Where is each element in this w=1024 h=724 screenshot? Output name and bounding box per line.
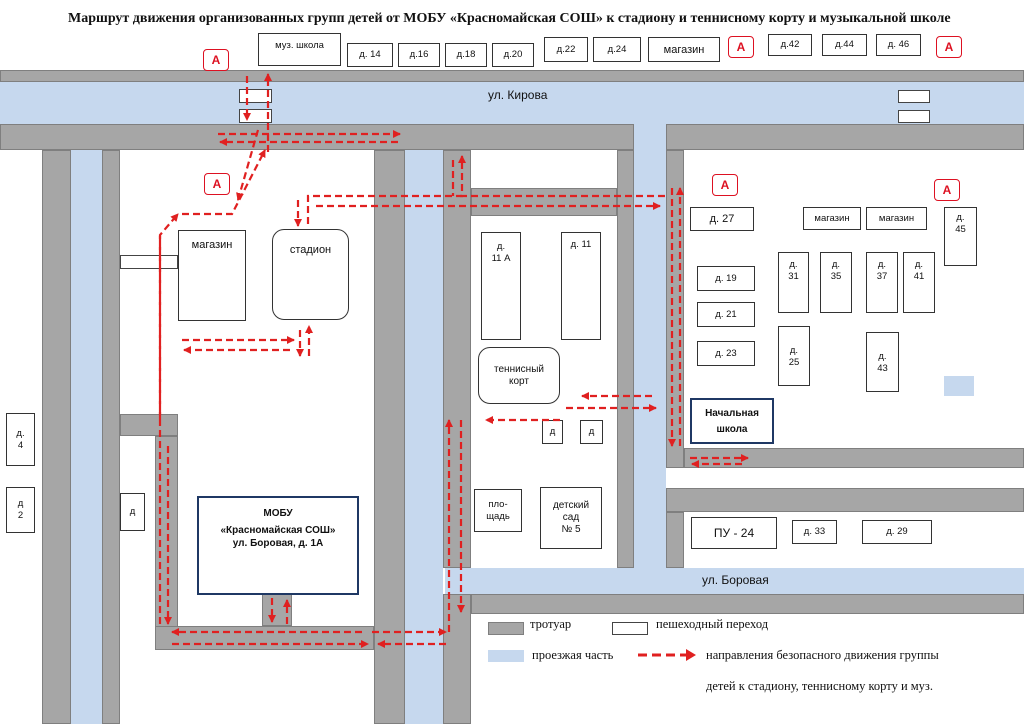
building-shop-right-1: магазин bbox=[803, 207, 861, 230]
building-shop-left: магазин bbox=[178, 230, 246, 321]
building-d25: д. 25 bbox=[778, 326, 810, 386]
bus-stop-icon: А bbox=[712, 174, 738, 196]
building-d16: д.16 bbox=[398, 43, 440, 67]
legend-label-road: проезжая часть bbox=[532, 648, 614, 662]
sidewalk bbox=[471, 188, 617, 216]
road-mid-vertical bbox=[405, 124, 443, 724]
sidewalk bbox=[443, 594, 471, 724]
sidewalk bbox=[666, 488, 1024, 512]
kindergarten: детский сад № 5 bbox=[540, 487, 602, 549]
primary-school: Начальная школа bbox=[690, 398, 774, 444]
road-borovaya bbox=[445, 568, 1024, 594]
bus-stop-icon: А bbox=[728, 36, 754, 58]
building-d-small-2: д bbox=[580, 420, 603, 444]
legend-label-sidewalk: тротуар bbox=[530, 617, 572, 631]
school-name: МОБУ bbox=[263, 508, 293, 519]
school-mobu: МОБУ «Красномайская СОШ» ул. Боровая, д.… bbox=[197, 496, 359, 595]
square: пло- щадь bbox=[474, 489, 522, 532]
building-d35: д. 35 bbox=[820, 252, 852, 313]
building-d31: д. 31 bbox=[778, 252, 809, 313]
sidewalk bbox=[42, 150, 71, 724]
stadium: стадион bbox=[272, 229, 349, 320]
sidewalk bbox=[666, 512, 684, 568]
building-d29: д. 29 bbox=[862, 520, 932, 544]
sidewalk bbox=[443, 150, 471, 568]
building-d4: д. 4 bbox=[6, 413, 35, 466]
legend-swatch-crossing bbox=[612, 622, 648, 635]
building-d37: д. 37 bbox=[866, 252, 898, 313]
legend-route-arrow-icon bbox=[638, 649, 696, 661]
building-d23: д. 23 bbox=[697, 341, 755, 366]
building-shop-right-2: магазин bbox=[866, 207, 927, 230]
pedestrian-crossing bbox=[898, 110, 930, 123]
school-title: «Красномайская СОШ» bbox=[220, 525, 336, 536]
building-music-school: муз. школа bbox=[258, 33, 341, 66]
building-d44: д.44 bbox=[822, 34, 867, 56]
building-d46: д. 46 bbox=[876, 34, 921, 56]
legend-swatch-sidewalk bbox=[488, 622, 524, 635]
building-d27: д. 27 bbox=[690, 207, 754, 231]
bus-stop-icon: А bbox=[934, 179, 960, 201]
street-label-borovaya: ул. Боровая bbox=[702, 573, 769, 587]
road-left-vertical bbox=[71, 124, 102, 724]
building-d18: д.18 bbox=[445, 43, 487, 67]
legend-swatch-road bbox=[488, 650, 524, 662]
building-d41: д. 41 bbox=[903, 252, 935, 313]
sidewalk bbox=[120, 414, 178, 436]
building-d2: д 2 bbox=[6, 487, 35, 533]
building-d24: д.24 bbox=[593, 37, 641, 62]
building-d45: д. 45 bbox=[944, 207, 977, 266]
bus-stop-icon: А bbox=[204, 173, 230, 195]
map-title: Маршрут движения организованных групп де… bbox=[68, 11, 951, 26]
legend-label-route-continued: детей к стадиону, теннисному корту и муз… bbox=[706, 679, 933, 693]
building-d20: д.20 bbox=[492, 43, 534, 67]
building-d19: д. 19 bbox=[697, 266, 755, 291]
road-parking bbox=[944, 376, 974, 396]
building-d43: д. 43 bbox=[866, 332, 899, 392]
sidewalk bbox=[666, 124, 1024, 150]
sidewalk bbox=[0, 124, 634, 150]
sidewalk bbox=[374, 150, 405, 724]
building-shop-top: магазин bbox=[648, 37, 720, 62]
school-address: ул. Боровая, д. 1А bbox=[232, 538, 324, 549]
street-label-kirova: ул. Кирова bbox=[488, 88, 548, 102]
bus-stop-icon: А bbox=[203, 49, 229, 71]
sidewalk bbox=[617, 150, 634, 568]
sidewalk bbox=[155, 626, 374, 650]
building-d11a: д. 11 А bbox=[481, 232, 521, 340]
road-kirova bbox=[0, 82, 1024, 124]
legend-label-crossing: пешеходный переход bbox=[656, 617, 769, 631]
pedestrian-crossing bbox=[120, 255, 178, 269]
pedestrian-crossing bbox=[898, 90, 930, 103]
building-d-left: д bbox=[120, 493, 145, 531]
building-d22: д.22 bbox=[544, 37, 588, 62]
building-d33: д. 33 bbox=[792, 520, 837, 544]
building-d11: д. 11 bbox=[561, 232, 601, 340]
bus-stop-icon: А bbox=[936, 36, 962, 58]
tennis-court: теннисный корт bbox=[478, 347, 560, 404]
building-d42: д.42 bbox=[768, 34, 812, 56]
building-pu24: ПУ - 24 bbox=[691, 517, 777, 549]
building-d21: д. 21 bbox=[697, 302, 755, 327]
road-right-vertical bbox=[634, 124, 666, 568]
building-d-small-1: д bbox=[542, 420, 563, 444]
legend-label-route: направления безопасного движения группы bbox=[706, 648, 939, 662]
building-d14: д. 14 bbox=[347, 43, 393, 67]
